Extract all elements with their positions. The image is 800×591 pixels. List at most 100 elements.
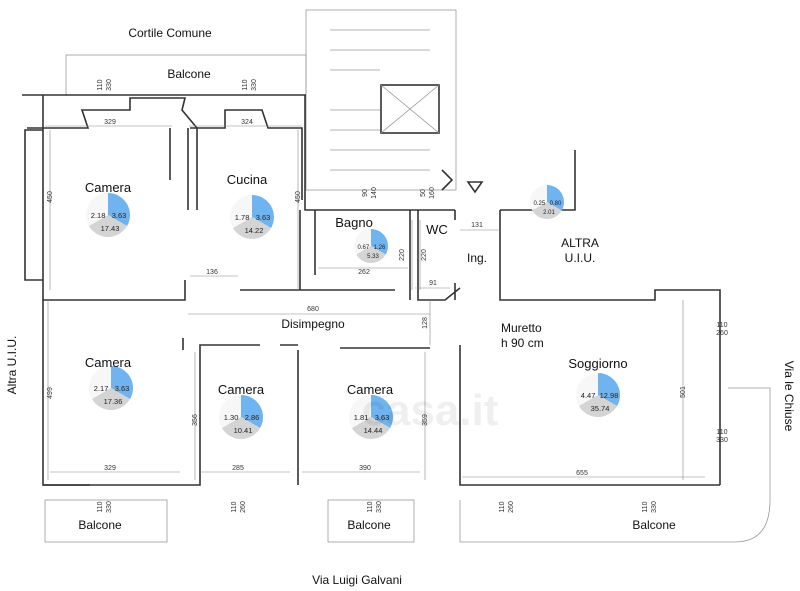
pie-value-left: 0.25 xyxy=(534,201,546,207)
entrance-label: Ing. xyxy=(467,251,487,265)
stairwell xyxy=(305,9,484,194)
pie-value-bottom: 14.44 xyxy=(364,426,383,435)
balcony-label: Balcone xyxy=(632,518,676,532)
pie-value-bottom: 35.74 xyxy=(591,404,610,413)
pie-value-bottom: 17.36 xyxy=(104,397,123,406)
room-name: Camera xyxy=(347,382,394,397)
other-unit-label-right: ALTRA xyxy=(561,236,599,250)
window-height-label: 330 xyxy=(106,501,113,513)
window-width-label: 110 xyxy=(642,501,649,512)
window-height-label: 330 xyxy=(376,501,383,513)
balcony-label: Balcone xyxy=(78,518,122,532)
pie-value-right: 3.63 xyxy=(112,211,127,220)
room-area-pie: 0.25 0.80 2.01 xyxy=(530,185,564,219)
dimension-label: 450 xyxy=(47,191,54,203)
dimension-label: 359 xyxy=(422,414,429,426)
dimension-label: 131 xyxy=(471,222,483,229)
dimension-label: 285 xyxy=(232,465,244,472)
low-wall-height: h 90 cm xyxy=(501,336,544,350)
pie-slice-grey xyxy=(351,417,391,439)
dimension-lines xyxy=(45,125,705,480)
pie-slice-grey xyxy=(532,202,562,219)
window-width-label: 110 xyxy=(499,501,506,512)
pie-slice-white xyxy=(230,195,252,228)
pie-value-bottom: 17.43 xyxy=(101,224,120,233)
pie-value-bottom: 14.22 xyxy=(245,226,264,235)
dimension-label: 329 xyxy=(104,119,116,126)
dimension-label: 91 xyxy=(429,280,437,287)
room-name: Soggiorno xyxy=(568,356,627,371)
pie-value-left: 2.17 xyxy=(94,384,109,393)
walls xyxy=(22,94,721,486)
window-width-label: 90 xyxy=(362,189,369,197)
low-wall-label: Muretto xyxy=(501,321,542,335)
pie-value-right: 3.63 xyxy=(256,213,271,222)
pie-slice-blue xyxy=(598,373,620,406)
balcony-label: Balcone xyxy=(347,518,391,532)
other-unit-label-right: U.I.U. xyxy=(565,251,596,265)
pie-slice-blue xyxy=(108,193,130,226)
pie-slice-blue xyxy=(371,229,388,255)
other-unit-label-left: Altra U.I.U. xyxy=(5,336,19,395)
pie-value-right: 1.26 xyxy=(374,245,386,251)
dimension-label: 136 xyxy=(206,269,218,276)
pie-slice-blue xyxy=(241,395,263,428)
wc-label: WC xyxy=(426,222,448,237)
window-width-label: 50 xyxy=(420,189,427,197)
dimension-label: 680 xyxy=(307,306,319,313)
window-width-label: 110 xyxy=(716,322,727,329)
room-area-pie: 2.18 3.63 17.43 xyxy=(85,193,130,237)
dimension-label: 450 xyxy=(295,191,302,203)
dimension-label: 262 xyxy=(358,269,370,276)
window-height-label: 330 xyxy=(716,437,728,444)
room-name: Camera xyxy=(85,355,132,370)
room-area-pie: 0.67 1.26 5.33 xyxy=(353,229,388,264)
pie-slice-white xyxy=(219,395,241,428)
pie-slice-grey xyxy=(232,217,272,239)
window-height-label: 160 xyxy=(429,187,436,199)
watermark: casa.it xyxy=(362,386,499,435)
window-height-label: 260 xyxy=(508,501,515,513)
pie-slice-grey xyxy=(578,395,618,417)
hallway-label: Disimpegno xyxy=(281,317,345,331)
pie-slice-white xyxy=(89,366,111,399)
balcony-outlines xyxy=(44,54,771,543)
pie-slice-white xyxy=(353,229,371,255)
pie-slice-blue xyxy=(547,185,564,211)
pie-value-left: 0.67 xyxy=(358,245,370,251)
window-height-label: 330 xyxy=(106,79,113,91)
dimension-label: 220 xyxy=(421,249,428,261)
pie-value-right: 0.80 xyxy=(550,201,562,207)
pie-value-bottom: 10.41 xyxy=(234,426,253,435)
pie-value-right: 3.63 xyxy=(375,413,390,422)
room-name: Camera xyxy=(85,180,132,195)
window-height-label: 330 xyxy=(651,501,658,513)
window-width-label: 110 xyxy=(231,501,238,512)
pie-value-bottom: 5.33 xyxy=(367,254,379,260)
pie-slice-grey xyxy=(356,246,386,264)
room-name: Cucina xyxy=(227,172,268,187)
dimension-label: 128 xyxy=(422,317,429,329)
window-width-label: 110 xyxy=(242,79,249,90)
pie-value-bottom: 2.01 xyxy=(543,210,555,216)
pie-slice-white xyxy=(576,373,598,406)
dimension-label: 501 xyxy=(680,386,687,398)
pie-value-left: 2.18 xyxy=(91,211,106,220)
courtyard-label: Cortile Comune xyxy=(128,26,212,40)
pie-value-right: 12.98 xyxy=(600,391,619,400)
pie-slice-blue xyxy=(252,195,274,228)
balcony-label: Balcone xyxy=(167,67,211,81)
pie-slice-white xyxy=(85,193,108,226)
window-height-label: 330 xyxy=(251,79,258,91)
window-width-label: 110 xyxy=(97,79,104,90)
window-height-label: 260 xyxy=(240,501,247,513)
